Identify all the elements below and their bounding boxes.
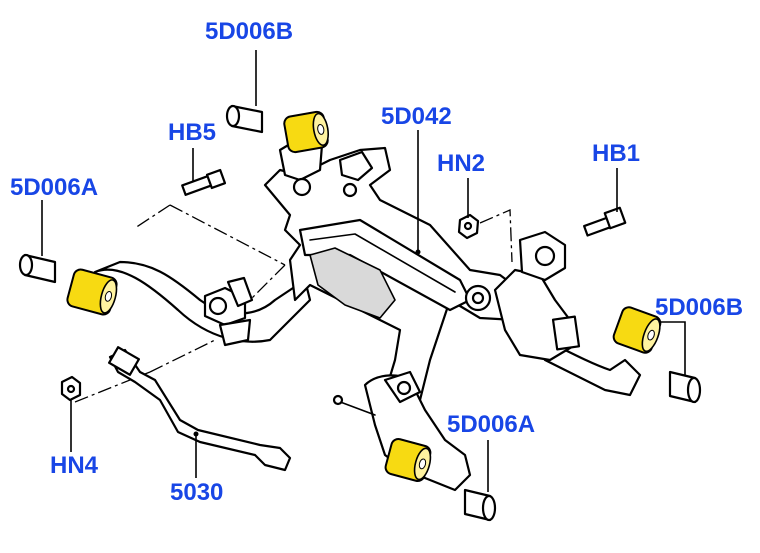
callout-5d006b-right: 5D006B	[655, 294, 744, 321]
callout-5d042: 5D042	[381, 103, 452, 130]
bolt-hb1	[583, 206, 627, 237]
bolt-hb5	[181, 168, 227, 196]
nut-hn2	[457, 213, 480, 240]
callout-5030: 5030	[170, 479, 224, 506]
bushing-left	[66, 268, 118, 316]
bushing-cap-left	[18, 253, 57, 284]
callout-hb1: HB1	[592, 140, 641, 167]
callout-hn2: HN2	[437, 150, 486, 177]
assembly-lines	[74, 204, 513, 403]
bushing-cap-top	[225, 104, 264, 134]
leader-lines	[41, 50, 686, 492]
nut-hn4	[60, 375, 82, 402]
callout-5d006a-left: 5D006A	[10, 174, 99, 201]
bushing-bottom	[384, 438, 432, 482]
callout-5d006b-top: 5D006B	[205, 18, 294, 45]
left-trailing-arm	[93, 260, 312, 343]
right-arm	[543, 343, 642, 397]
callout-hn4: HN4	[50, 452, 99, 479]
bushing-top	[283, 110, 330, 154]
callout-5d006a-bottom: 5D006A	[447, 411, 536, 438]
stabilizer-bar-5030	[108, 348, 292, 472]
bushing-right	[612, 306, 662, 354]
callout-hb5: HB5	[168, 119, 217, 146]
bushings	[66, 110, 662, 482]
bushing-cap-right	[668, 370, 702, 404]
bushing-cap-bottom	[463, 488, 497, 522]
crossmember-casting	[309, 247, 396, 319]
